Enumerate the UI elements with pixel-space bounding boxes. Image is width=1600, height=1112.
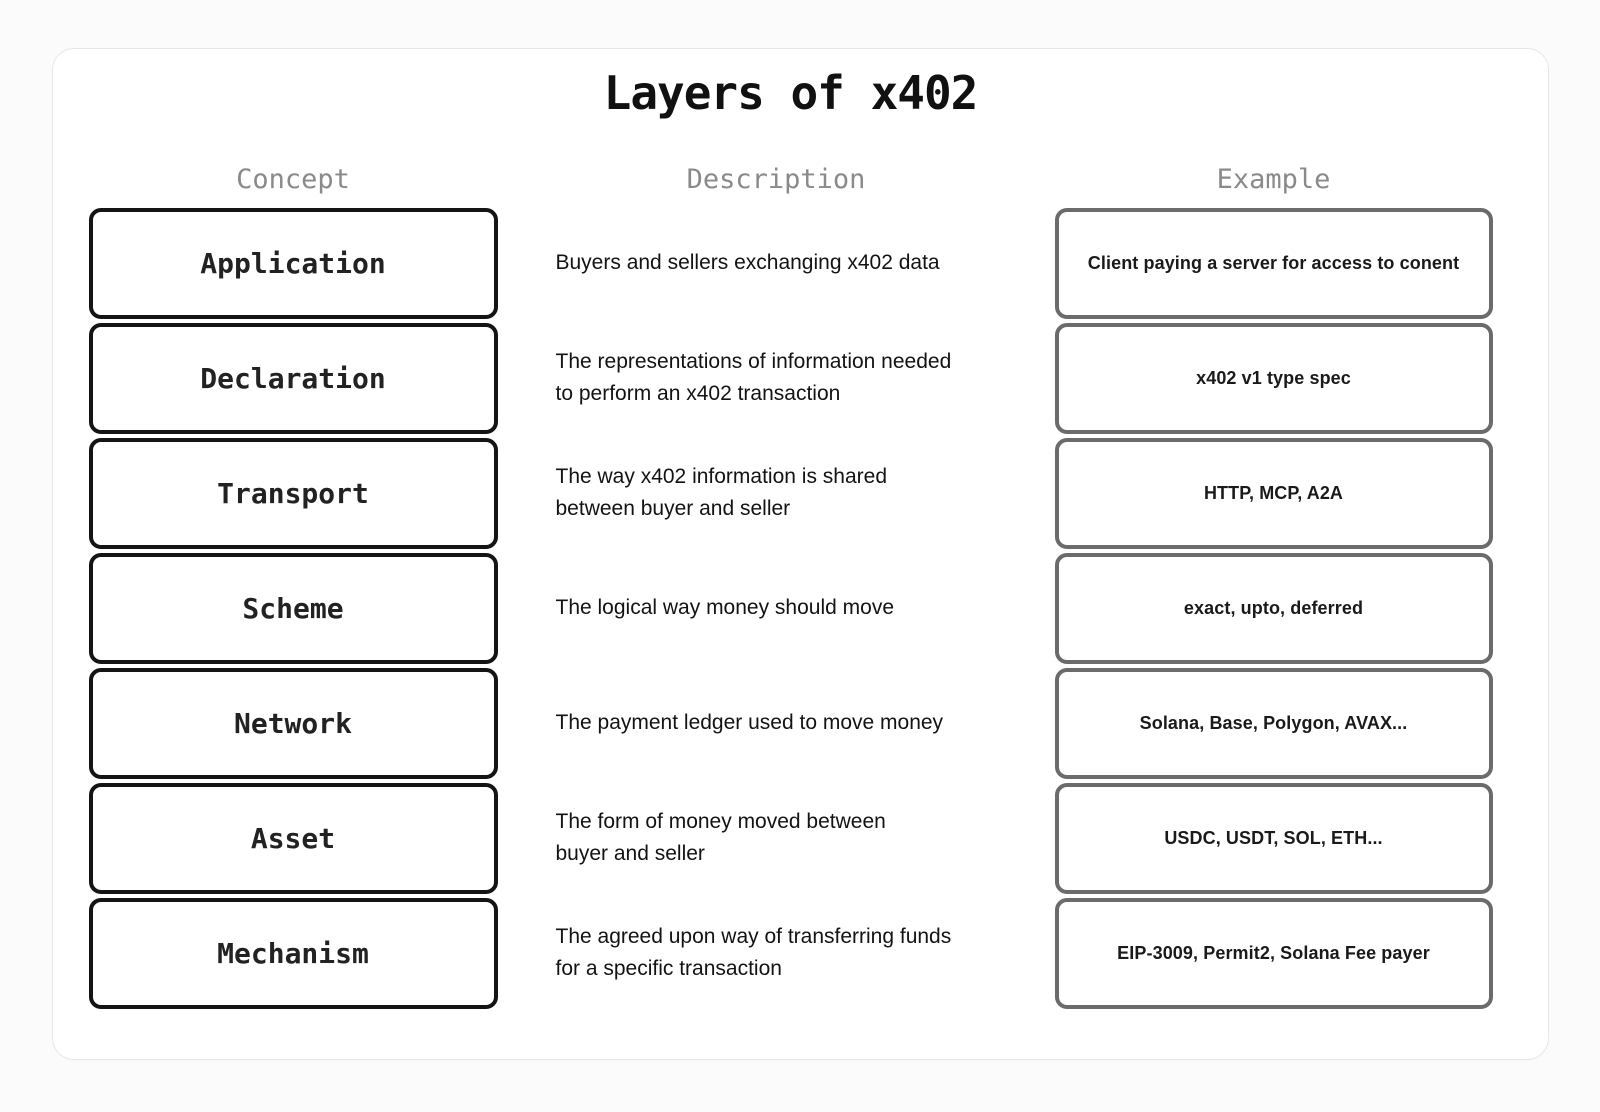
layer-row-declaration: Declaration The representations of infor… (88, 322, 1493, 434)
example-box: exact, upto, deferred (1054, 552, 1493, 664)
column-headers: Concept Description Example (89, 164, 1493, 195)
example-box: x402 v1 type spec (1054, 322, 1493, 434)
concept-box: Asset (88, 782, 498, 894)
concept-label: Network (233, 706, 352, 740)
example-label: HTTP, MCP, A2A (1203, 482, 1344, 503)
concept-label: Transport (217, 476, 369, 510)
example-label: Solana, Base, Polygon, AVAX... (1139, 712, 1408, 733)
concept-box: Scheme (88, 552, 498, 664)
concept-label: Asset (250, 821, 336, 855)
layer-description: The agreed upon way of transferring fund… (555, 924, 952, 981)
concept-box: Application (88, 207, 498, 319)
concept-box: Declaration (88, 322, 498, 434)
layer-description: The payment ledger used to move money (555, 711, 944, 735)
example-label: x402 v1 type spec (1196, 367, 1351, 388)
column-header-description: Description (686, 163, 866, 195)
page-title: Layers of x402 (603, 66, 979, 120)
concept-box: Mechanism (88, 897, 498, 1009)
example-label: Client paying a server for access to con… (1087, 252, 1460, 273)
layer-description: The form of money moved between buyer an… (555, 809, 886, 866)
layer-description: Buyers and sellers exchanging x402 data (555, 251, 940, 275)
layer-description: The representations of information neede… (555, 349, 952, 406)
example-label: EIP-3009, Permit2, Solana Fee payer (1117, 942, 1430, 963)
example-label: exact, upto, deferred (1183, 597, 1364, 618)
layer-row-mechanism: Mechanism The agreed upon way of transfe… (88, 897, 1493, 1009)
layer-row-asset: Asset The form of money moved between bu… (88, 782, 1493, 894)
example-box: HTTP, MCP, A2A (1054, 437, 1493, 549)
concept-box: Network (88, 667, 498, 779)
concept-box: Transport (88, 437, 498, 549)
concept-label: Declaration (200, 361, 386, 395)
concept-label: Application (200, 246, 386, 280)
layer-row-scheme: Scheme The logical way money should move… (88, 552, 1493, 664)
page-background: { "title": "Layers of x402", "columns": … (0, 48, 1600, 1112)
layer-description: The way x402 information is shared betwe… (555, 464, 888, 521)
example-label: USDC, USDT, SOL, ETH... (1164, 827, 1383, 848)
concept-label: Scheme (242, 591, 344, 625)
layer-description: The logical way money should move (555, 596, 895, 620)
example-box: Client paying a server for access to con… (1054, 207, 1493, 319)
layer-row-network: Network The payment ledger used to move … (88, 667, 1493, 779)
concept-label: Mechanism (217, 936, 369, 970)
example-box: Solana, Base, Polygon, AVAX... (1054, 667, 1493, 779)
example-box: USDC, USDT, SOL, ETH... (1054, 782, 1493, 894)
layer-row-application: Application Buyers and sellers exchangin… (88, 207, 1493, 319)
column-header-concept: Concept (236, 163, 350, 195)
layer-rows: Application Buyers and sellers exchangin… (88, 207, 1493, 1009)
diagram-card: Layers of x402 Concept Description Examp… (51, 48, 1549, 1060)
column-header-example: Example (1216, 163, 1331, 195)
layer-row-transport: Transport The way x402 information is sh… (88, 437, 1493, 549)
example-box: EIP-3009, Permit2, Solana Fee payer (1054, 897, 1493, 1009)
